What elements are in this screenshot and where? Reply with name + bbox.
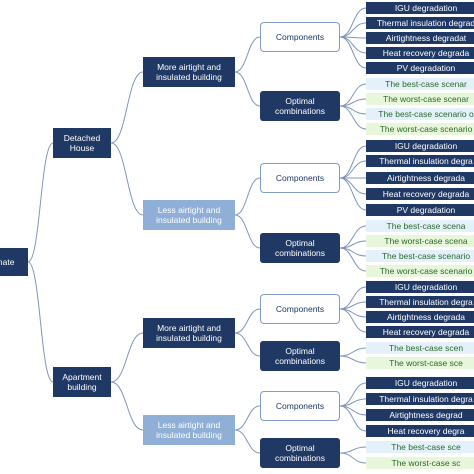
- link-more2-components: [234, 308, 261, 334]
- optimal-label-1: Optimal combinations: [274, 96, 326, 116]
- leaf-best-1: The best-case scenar: [366, 78, 474, 90]
- leaf-airtight-3: Airtightness degrada: [366, 311, 474, 323]
- components-label-3: Components: [275, 304, 325, 314]
- components-node-4: Components: [260, 391, 340, 421]
- apartment-building-label: Apartment building: [62, 372, 102, 392]
- leaf-worst-4: The worst-case sc: [366, 457, 474, 469]
- leaf-best-4: The best-case sce: [366, 441, 474, 453]
- link-leaf-3-2: [339, 160, 367, 179]
- link-leaf-4-4: [339, 247, 367, 272]
- link-leaf-7-4: [339, 405, 367, 432]
- root-label: mate: [0, 257, 15, 267]
- link-leaf-1-5: [339, 36, 367, 69]
- leaf-heat-2: Heat recovery degrada: [366, 188, 474, 200]
- leaf-worst-1: The worst-case scenar: [366, 93, 474, 105]
- leaf-igu-3: IGU degradation: [366, 281, 474, 293]
- leaf-pv-1: PV degradation: [366, 62, 474, 74]
- apartment-building-node: Apartment building: [53, 367, 111, 397]
- leaf-thermal-1: Thermal insulation degrad: [366, 17, 474, 29]
- leaf-airtight-4: Airtightness degrad: [366, 409, 474, 421]
- less-airtight-label-house: Less airtight and insulated building: [156, 205, 222, 225]
- leaf-best-3: The best-case scen: [366, 342, 474, 354]
- leaf-worst2-2: The worst-case scenario: [366, 265, 474, 277]
- optimal-label-3: Optimal combinations: [274, 346, 326, 366]
- root-node: mate: [0, 248, 28, 276]
- link-house-less: [110, 142, 144, 216]
- less-airtight-node-apartment: Less airtight and insulated building: [143, 415, 235, 445]
- optimal-label-4: Optimal combinations: [274, 443, 326, 463]
- link-less1-components: [234, 177, 261, 216]
- leaf-igu-2: IGU degradation: [366, 140, 474, 152]
- link-apartment-less: [110, 381, 144, 431]
- more-airtight-label-house: More airtight and insulated building: [156, 62, 222, 82]
- more-airtight-node-apartment: More airtight and insulated building: [143, 318, 235, 348]
- link-apartment-more: [110, 332, 144, 383]
- link-leaf-2-4: [339, 105, 367, 130]
- leaf-igu-1: IGU degradation: [366, 2, 474, 14]
- optimal-label-2: Optimal combinations: [274, 238, 326, 258]
- components-node-1: Components: [260, 22, 340, 52]
- link-leaf-3-4: [339, 177, 367, 195]
- optimal-node-1: Optimal combinations: [260, 91, 340, 121]
- detached-house-label: Detached House: [63, 133, 101, 153]
- leaf-igu-4: IGU degradation: [366, 377, 474, 389]
- link-root-apartment: [27, 261, 54, 383]
- link-more2-optimal: [234, 332, 261, 357]
- less-airtight-node-house: Less airtight and insulated building: [143, 200, 235, 230]
- link-less1-optimal: [234, 214, 261, 249]
- optimal-node-3: Optimal combinations: [260, 341, 340, 371]
- leaf-worst-3: The worst-case sce: [366, 357, 474, 369]
- optimal-node-2: Optimal combinations: [260, 233, 340, 263]
- components-node-2: Components: [260, 163, 340, 193]
- link-less2-components: [234, 405, 261, 431]
- link-leaf-8-1: [339, 446, 367, 454]
- link-leaf-3-5: [339, 177, 367, 211]
- link-leaf-6-2: [339, 355, 367, 364]
- leaf-worst-2: The worst-case scena: [366, 235, 474, 247]
- link-leaf-1-1: [339, 7, 367, 38]
- link-more1-components: [234, 36, 261, 73]
- link-leaf-5-4: [339, 308, 367, 333]
- link-leaf-1-2: [339, 22, 367, 38]
- less-airtight-label-apartment: Less airtight and insulated building: [156, 420, 222, 440]
- leaf-worst2-1: The worst-case scenario: [366, 123, 474, 135]
- leaf-heat-1: Heat recovery degrada: [366, 47, 474, 59]
- components-node-3: Components: [260, 294, 340, 324]
- link-leaf-1-4: [339, 36, 367, 54]
- more-airtight-node-house: More airtight and insulated building: [143, 57, 235, 87]
- more-airtight-label-apartment: More airtight and insulated building: [156, 323, 222, 343]
- leaf-best2-1: The best-case scenario o: [366, 108, 474, 120]
- leaf-airtight-1: Airtightness degradat: [366, 32, 474, 44]
- leaf-best-2: The best-case scena: [366, 220, 474, 232]
- link-less2-optimal: [234, 429, 261, 454]
- link-root-house: [27, 142, 54, 263]
- link-house-more: [110, 71, 144, 144]
- components-label-2: Components: [275, 173, 325, 183]
- detached-house-node: Detached House: [53, 128, 111, 158]
- components-label-4: Components: [275, 401, 325, 411]
- leaf-thermal-2: Thermal insulation degra: [366, 155, 474, 167]
- leaf-best2-2: The best-case scenario: [366, 250, 474, 262]
- leaf-heat-3: Heat recovery degrada: [366, 326, 474, 338]
- link-leaf-8-2: [339, 452, 367, 464]
- leaf-thermal-4: Thermal insulation degra: [366, 393, 474, 405]
- leaf-thermal-3: Thermal insulation degra: [366, 296, 474, 308]
- leaf-airtight-2: Airtightness degrada: [366, 172, 474, 184]
- link-more1-optimal: [234, 71, 261, 107]
- components-label-1: Components: [275, 32, 325, 42]
- optimal-node-4: Optimal combinations: [260, 438, 340, 468]
- leaf-heat-4: Heat recovery degra: [366, 425, 474, 437]
- leaf-pv-2: PV degradation: [366, 204, 474, 216]
- link-leaf-6-1: [339, 347, 367, 357]
- link-leaf-3-1: [339, 145, 367, 179]
